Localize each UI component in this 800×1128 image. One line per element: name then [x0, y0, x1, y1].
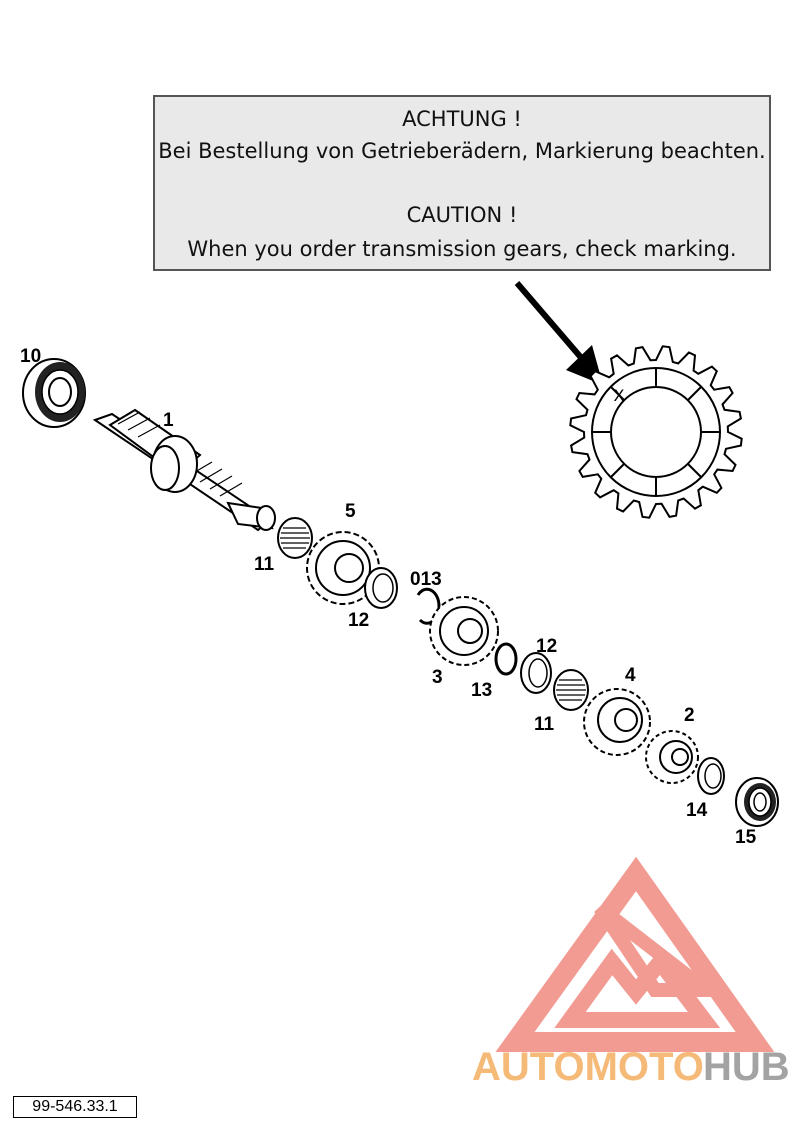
- reference-number: 99-546.33.1: [13, 1096, 137, 1118]
- main-shaft-part-1: [92, 408, 276, 532]
- caution-text-de: Bei Bestellung von Getrieberädern, Marki…: [158, 139, 766, 163]
- gear-part-2: [645, 730, 699, 784]
- watermark-text: AUTOMOTO HUB: [472, 1045, 790, 1089]
- label-part-13: 13: [471, 680, 492, 701]
- label-part-14: 14: [686, 800, 708, 821]
- caution-box: ACHTUNG ! Bei Bestellung von Getrieberäd…: [153, 95, 771, 271]
- gear-part-5: [306, 531, 380, 605]
- caution-title-de: ACHTUNG !: [402, 107, 522, 131]
- gear-part-4: [583, 688, 651, 756]
- watermark-brand-part2: HUB: [703, 1045, 790, 1089]
- gear-part-3: [429, 596, 499, 666]
- caution-title-en: CAUTION !: [406, 203, 518, 227]
- needle-bearing-part-11b: [553, 669, 589, 711]
- label-part-5: 5: [345, 501, 356, 522]
- label-part-10: 10: [20, 346, 41, 367]
- label-part-1: 1: [163, 410, 174, 431]
- label-part-12b: 12: [536, 636, 557, 657]
- watermark-brand-part1: AUTOMOTO: [472, 1045, 704, 1089]
- label-part-15: 15: [735, 827, 757, 848]
- marking-x: X: [614, 386, 625, 405]
- label-part-11b: 11: [534, 714, 555, 735]
- needle-bearing-part-11a: [277, 517, 313, 559]
- washer-part-12a: [364, 567, 398, 609]
- label-part-2: 2: [684, 705, 695, 726]
- label-part-3: 3: [432, 667, 443, 688]
- bearing-part-10: [22, 358, 86, 428]
- caution-text-en: When you order transmission gears, check…: [187, 237, 737, 261]
- label-part-013: 013: [410, 569, 442, 590]
- washer-part-14: [697, 757, 725, 795]
- label-part-4: 4: [625, 665, 636, 686]
- pointer-arrow: [514, 281, 603, 385]
- marked-gear-detail: X: [569, 345, 743, 519]
- circlip-part-13: [494, 642, 518, 676]
- circlip-part-013: [416, 587, 441, 625]
- washer-part-12b: [520, 652, 552, 694]
- label-part-11a: 11: [254, 554, 275, 575]
- label-part-12a: 12: [348, 610, 369, 631]
- watermark-logo: [495, 856, 775, 1052]
- bearing-part-15: [735, 777, 779, 827]
